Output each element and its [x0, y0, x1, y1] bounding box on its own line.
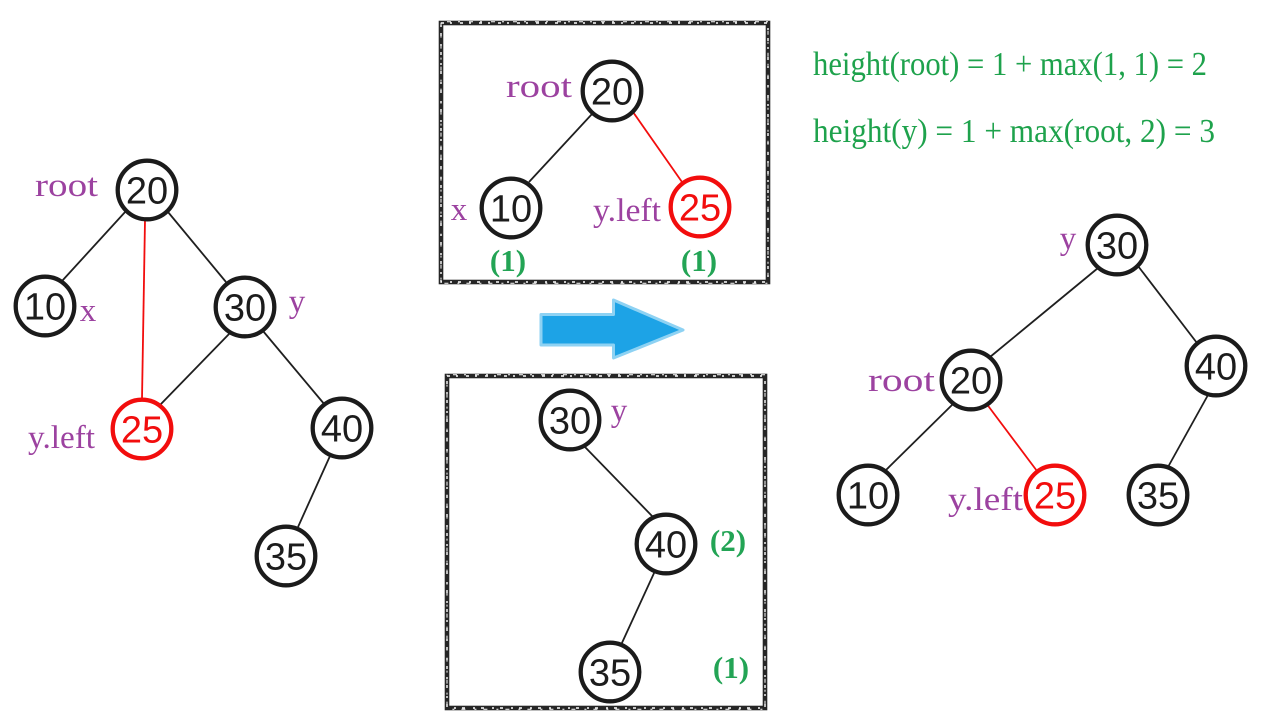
svg-text:30: 30: [549, 401, 591, 443]
svg-text:root: root: [35, 168, 98, 204]
svg-text:y: y: [1060, 221, 1077, 257]
svg-text:10: 10: [24, 287, 66, 329]
svg-text:20: 20: [126, 171, 168, 213]
svg-text:root: root: [506, 69, 572, 105]
svg-text:x: x: [80, 293, 97, 329]
svg-text:10: 10: [847, 476, 889, 518]
svg-text:height(root) = 1 + max(1, 1) =: height(root) = 1 + max(1, 1) = 2: [813, 46, 1207, 83]
svg-text:30: 30: [1096, 226, 1138, 268]
svg-text:40: 40: [645, 525, 687, 567]
svg-text:(2): (2): [710, 523, 746, 558]
svg-text:35: 35: [589, 653, 631, 695]
svg-text:25: 25: [121, 410, 163, 452]
svg-text:y.left: y.left: [593, 193, 661, 229]
svg-text:10: 10: [490, 189, 532, 231]
svg-text:40: 40: [1195, 347, 1237, 389]
svg-text:height(y) = 1 + max(root, 2) =: height(y) = 1 + max(root, 2) = 3: [813, 113, 1215, 150]
svg-text:25: 25: [1034, 476, 1076, 518]
svg-text:y.left: y.left: [948, 482, 1023, 518]
svg-text:20: 20: [591, 72, 633, 114]
svg-text:y: y: [289, 284, 306, 320]
svg-text:(1): (1): [681, 243, 717, 278]
svg-text:root: root: [868, 363, 935, 399]
svg-text:y.left: y.left: [28, 420, 95, 456]
svg-text:35: 35: [265, 537, 307, 579]
svg-text:25: 25: [679, 188, 721, 230]
svg-text:y: y: [611, 393, 628, 429]
svg-text:(1): (1): [490, 243, 526, 278]
svg-text:20: 20: [950, 361, 992, 403]
svg-text:30: 30: [224, 288, 266, 330]
svg-text:35: 35: [1137, 476, 1179, 518]
svg-text:(1): (1): [713, 650, 749, 685]
svg-text:40: 40: [321, 409, 363, 451]
svg-text:x: x: [451, 192, 468, 228]
